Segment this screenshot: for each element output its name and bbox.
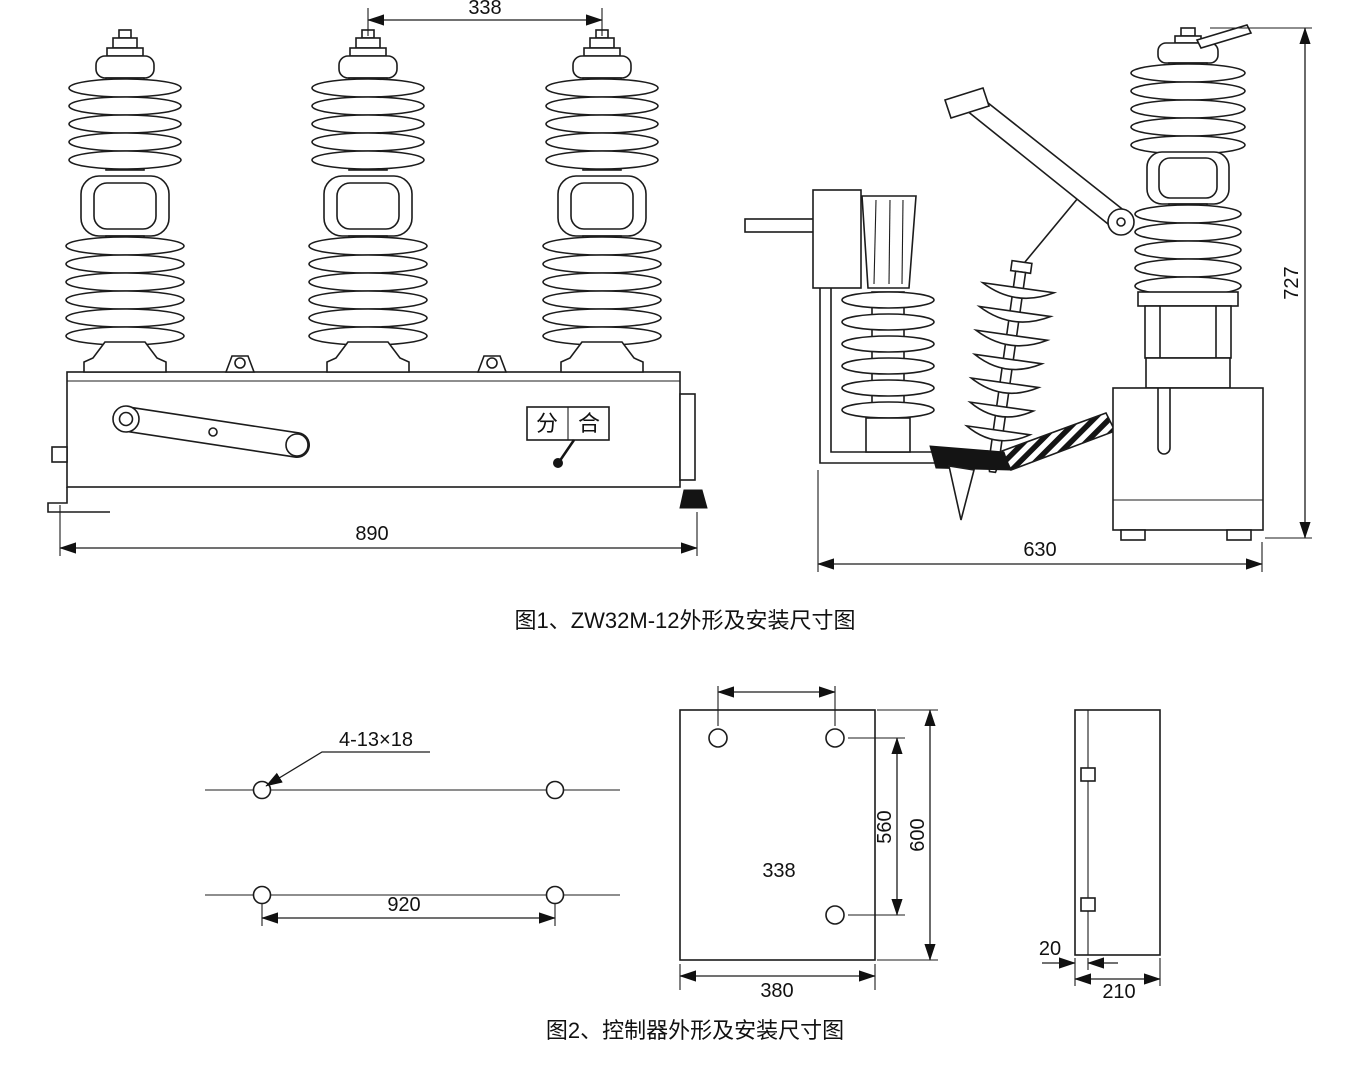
- dim-side-door-offset: 20: [1039, 938, 1118, 986]
- dim-side-depth: 210: [1074, 958, 1161, 1003]
- dim-label-920: 920: [387, 894, 420, 916]
- breaker-front-view: 分 合 338 890: [47, 0, 708, 556]
- mechanism-box: [1112, 357, 1264, 541]
- drive-handle: [929, 445, 1011, 471]
- plate-hole-top-left: [708, 728, 728, 748]
- dim-label-890: 890: [355, 523, 388, 545]
- plate-hole-bottom: [825, 905, 845, 925]
- side-small-insulator: [841, 291, 935, 453]
- mount-hole-bottom-right: [545, 885, 565, 905]
- crank-arm: [112, 405, 310, 458]
- dim-label-338-plate: 338: [762, 860, 795, 882]
- dim-label-727: 727: [1281, 266, 1303, 299]
- dim-label-560: 560: [874, 810, 896, 843]
- indicator-close-label: 合: [578, 411, 600, 436]
- left-foot-bracket: [47, 487, 110, 513]
- dim-plate-hole-height: 560: [848, 737, 905, 916]
- top-terminal-handle: [1195, 24, 1253, 49]
- plate-hole-top-right: [825, 728, 845, 748]
- mount-hole-bottom-left: [252, 885, 272, 905]
- indicator-needle: [557, 439, 576, 463]
- figure2-caption: 图2、控制器外形及安装尺寸图: [546, 1018, 844, 1043]
- dim-hole-pattern-width: 920: [261, 894, 556, 926]
- dim-label-380: 380: [760, 980, 793, 1002]
- side-clip-bottom: [1080, 897, 1096, 912]
- insulator-front-2: [308, 29, 428, 373]
- hole-spec-leader: [265, 751, 430, 787]
- right-foot: [679, 489, 708, 509]
- dim-label-210: 210: [1102, 981, 1135, 1003]
- dim-label-630: 630: [1023, 539, 1056, 561]
- indicator-open-label: 分: [536, 411, 558, 436]
- dim-plate-width: 380: [679, 964, 876, 1002]
- dim-label-600: 600: [907, 818, 929, 851]
- dim-side-height: 727: [1210, 27, 1312, 539]
- mount-hole-top-left: [252, 780, 272, 800]
- insulator-side-main: [1130, 27, 1246, 359]
- controller-side-plate: 20 210: [1039, 709, 1161, 1003]
- side-mounting-bracket: [744, 189, 938, 464]
- side-operating-lever: [943, 87, 1135, 236]
- mounting-hole-pattern: 4-13×18 920: [205, 729, 620, 926]
- side-clip-top: [1080, 767, 1096, 782]
- dim-label-338-top: 338: [468, 0, 501, 19]
- dim-front-top-span: 338: [367, 0, 603, 36]
- open-close-indicator: 分 合: [526, 406, 610, 468]
- mount-hole-top-right: [545, 780, 565, 800]
- handle-spike: [947, 465, 975, 521]
- dim-plate-hole-span: 338: [717, 686, 836, 882]
- tilted-insulator-rod: [1024, 197, 1079, 263]
- dim-label-20: 20: [1039, 938, 1061, 960]
- side-drive-arm: [929, 412, 1117, 521]
- dim-plate-height: 600: [877, 709, 938, 961]
- controller-front-plate: 338 560 600 380: [679, 686, 938, 1002]
- dim-front-width: 890: [59, 505, 698, 556]
- breaker-side-view: 727 630: [744, 24, 1312, 572]
- dim-side-width: 630: [817, 470, 1263, 572]
- figure1-caption: 图1、ZW32M-12外形及安装尺寸图: [514, 608, 855, 633]
- hole-spec-label: 4-13×18: [339, 729, 413, 751]
- insulator-front-1: [65, 29, 185, 373]
- insulator-front-3: [542, 29, 662, 373]
